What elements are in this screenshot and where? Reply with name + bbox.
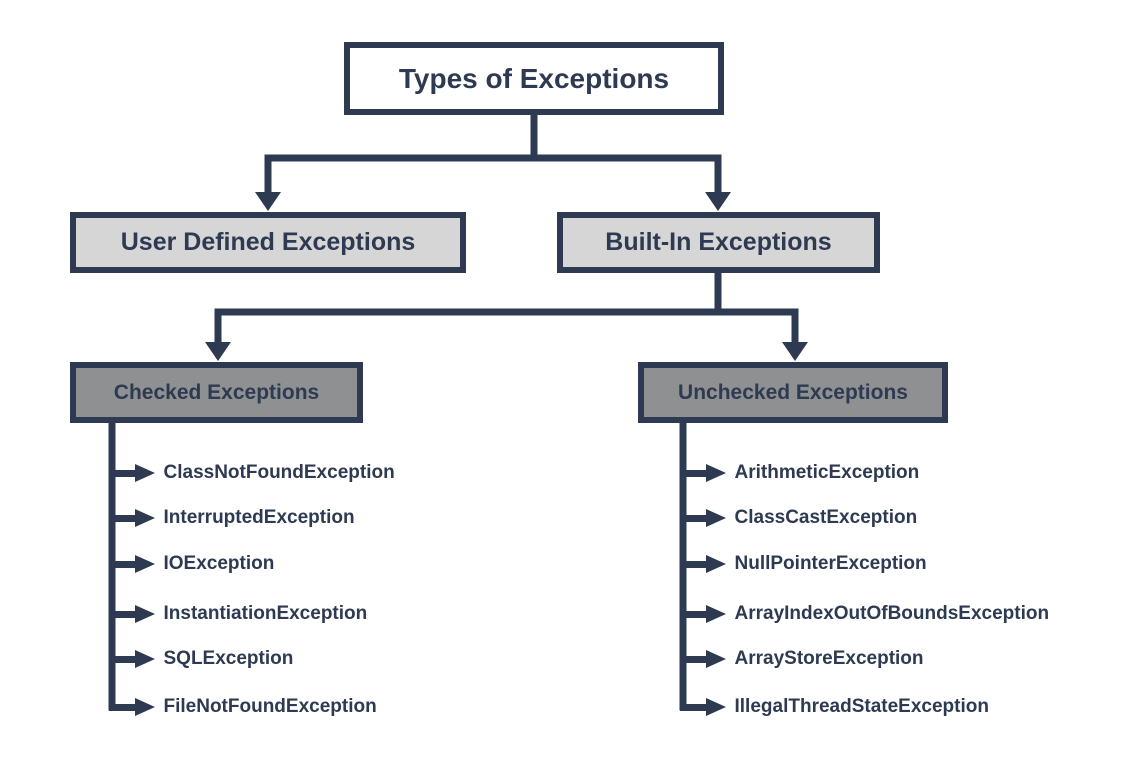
list-item-arithmeticexception: ArithmeticException [679, 455, 920, 491]
list-item-label: IOException [163, 553, 275, 574]
arrow-right-icon [705, 650, 726, 668]
arrow-right-icon [134, 605, 155, 623]
node-built-in-exceptions-label: Built-In Exceptions [605, 228, 832, 256]
node-checked-exceptions-label: Checked Exceptions [113, 380, 320, 404]
list-item-classnotfoundexception: ClassNotFoundException [108, 455, 395, 491]
list-item-instantiationexception: InstantiationException [108, 596, 368, 632]
arrow-down-user-defined-icon [255, 192, 281, 211]
node-types-of-exceptions-label: Types of Exceptions [398, 62, 670, 94]
list-item-sqlexception: SQLException [108, 641, 294, 677]
arrow-down-unchecked-icon [782, 342, 808, 361]
arrow-right-icon [134, 464, 155, 482]
connector-level2-bracket [214, 308, 799, 346]
arrow-right-icon [705, 698, 726, 716]
list-item-label: ClassCastException [734, 507, 918, 528]
list-item-label: ClassNotFoundException [163, 462, 395, 483]
list-item-label: InstantiationException [163, 603, 368, 624]
node-user-defined-exceptions: User Defined Exceptions [70, 212, 466, 273]
arrow-line [108, 703, 135, 711]
list-item-nullpointerexception: NullPointerException [679, 546, 927, 582]
arrow-right-icon [705, 605, 726, 623]
arrow-line [679, 560, 706, 568]
list-item-filenotfoundexception: FileNotFoundException [108, 689, 377, 725]
list-item-classcastexception: ClassCastException [679, 500, 918, 536]
arrow-right-icon [134, 509, 155, 527]
list-item-label: NullPointerException [734, 553, 927, 574]
arrow-right-icon [134, 650, 155, 668]
arrow-right-icon [134, 698, 155, 716]
arrow-right-icon [705, 555, 726, 573]
arrow-line [108, 655, 135, 663]
arrow-line [108, 469, 135, 477]
node-user-defined-exceptions-label: User Defined Exceptions [120, 228, 416, 256]
list-item-interruptedexception: InterruptedException [108, 500, 355, 536]
arrow-down-built-in-icon [705, 192, 731, 211]
arrow-line [108, 560, 135, 568]
list-item-arrayindexoutofboundsexception: ArrayIndexOutOfBoundsException [679, 596, 1050, 632]
list-item-label: FileNotFoundException [163, 696, 377, 717]
arrow-right-icon [705, 509, 726, 527]
list-item-label: InterruptedException [163, 507, 355, 528]
list-item-arraystoreexception: ArrayStoreException [679, 641, 924, 677]
connector-level1-bracket [264, 154, 722, 196]
arrow-line [679, 703, 706, 711]
node-checked-exceptions: Checked Exceptions [70, 362, 363, 423]
node-unchecked-exceptions: Unchecked Exceptions [638, 362, 948, 423]
node-types-of-exceptions: Types of Exceptions [344, 42, 724, 115]
list-item-label: ArrayStoreException [734, 648, 924, 669]
arrow-line [679, 610, 706, 618]
list-item-label: SQLException [163, 648, 294, 669]
arrow-line [679, 514, 706, 522]
arrow-line [679, 655, 706, 663]
arrow-right-icon [705, 464, 726, 482]
list-item-label: ArithmeticException [734, 462, 920, 483]
list-item-ioexception: IOException [108, 546, 275, 582]
arrow-line [679, 469, 706, 477]
node-unchecked-exceptions-label: Unchecked Exceptions [678, 380, 908, 404]
arrow-right-icon [134, 555, 155, 573]
node-built-in-exceptions: Built-In Exceptions [557, 212, 880, 273]
arrow-line [108, 610, 135, 618]
arrow-down-checked-icon [205, 342, 231, 361]
list-item-label: ArrayIndexOutOfBoundsException [734, 603, 1050, 624]
list-item-illegalthreadstateexception: IllegalThreadStateException [679, 689, 989, 725]
list-item-label: IllegalThreadStateException [734, 696, 989, 717]
arrow-line [108, 514, 135, 522]
